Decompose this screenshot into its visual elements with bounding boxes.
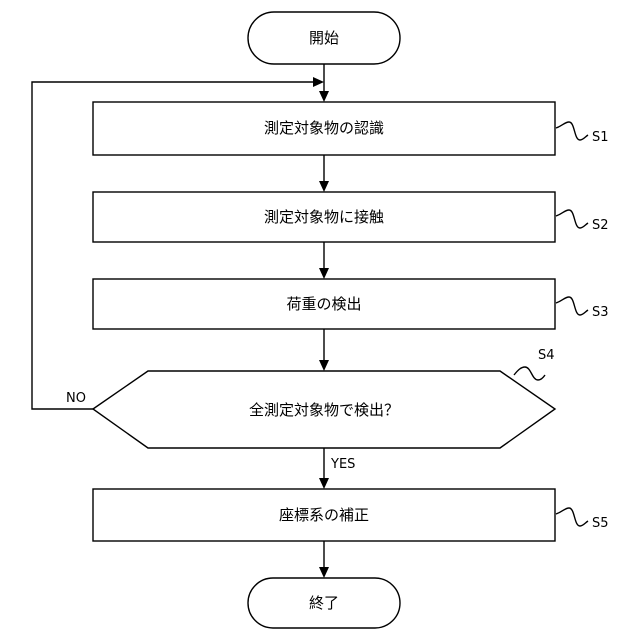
leader-s5 bbox=[556, 508, 588, 526]
decision-label-s4: 全測定対象物で検出？ bbox=[249, 401, 399, 419]
arrowhead-s5-end bbox=[319, 567, 329, 578]
arrowhead-s3-s4 bbox=[319, 360, 329, 371]
step-id-s3: S3 bbox=[592, 305, 609, 320]
arrowhead-start-s1 bbox=[319, 91, 329, 102]
leader-s4 bbox=[514, 367, 545, 380]
step-id-s1: S1 bbox=[592, 130, 609, 145]
branch-yes-label: YES bbox=[330, 457, 355, 472]
process-label-s5: 座標系の補正 bbox=[279, 506, 369, 524]
process-label-s1: 測定対象物の認識 bbox=[264, 119, 384, 137]
start-label: 開始 bbox=[309, 29, 339, 47]
arrowhead-s1-s2 bbox=[319, 181, 329, 192]
process-label-s2: 測定対象物に接触 bbox=[264, 208, 384, 226]
leader-s2 bbox=[556, 210, 588, 228]
branch-no-label: NO bbox=[66, 391, 86, 406]
end-label: 終了 bbox=[309, 594, 339, 612]
leader-s3 bbox=[556, 297, 588, 315]
arrowhead-s2-s3 bbox=[319, 268, 329, 279]
process-label-s3: 荷重の検出 bbox=[286, 295, 361, 313]
arrowhead-loop-no bbox=[313, 77, 324, 87]
step-id-s2: S2 bbox=[592, 218, 609, 233]
leader-s1 bbox=[556, 122, 588, 140]
arrowhead-s4-s5 bbox=[319, 478, 329, 489]
step-id-s5: S5 bbox=[592, 516, 609, 531]
step-id-s4: S4 bbox=[538, 348, 555, 363]
